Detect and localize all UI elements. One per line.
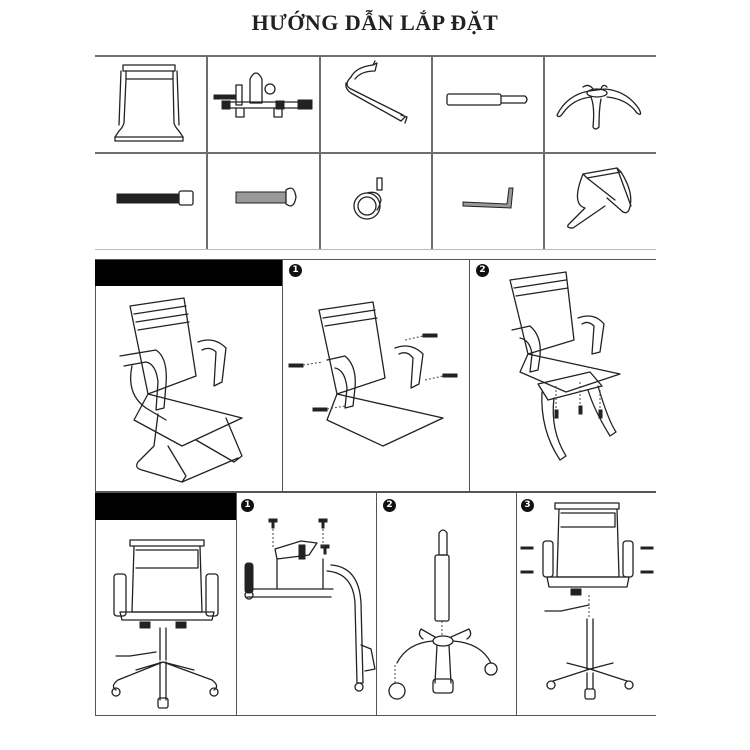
backrest-frame-icon <box>114 64 184 142</box>
part-gas-lift <box>433 57 543 152</box>
attach-armrests-step-icon <box>288 301 458 447</box>
section1-bottom-line <box>95 491 656 492</box>
attach-mechanism-step-icon <box>244 518 376 692</box>
section1-header-bar <box>95 260 282 286</box>
section1-panel-step1: 1 <box>283 260 469 491</box>
step-badge: 1 <box>241 499 254 512</box>
part-long-bolt <box>95 154 206 249</box>
step-badge: 1 <box>289 264 302 277</box>
section2-panel-step3: 3 <box>517 493 656 715</box>
part-short-bolt <box>208 154 319 249</box>
attach-seat-and-armrests-step-icon <box>520 502 654 700</box>
caster-wheel-icon <box>353 177 383 220</box>
step-badge: 3 <box>521 499 534 512</box>
section2-panel-step2: 2 <box>377 493 516 715</box>
assembled-office-chair-icon <box>111 539 219 709</box>
section2-panel-assembled <box>96 520 236 715</box>
grid-bottom-line <box>95 249 656 250</box>
allen-key-icon <box>462 187 514 209</box>
short-bolt-icon <box>235 187 297 207</box>
part-backrest <box>95 57 206 152</box>
section1-left-line <box>95 259 96 491</box>
section2-header-bar <box>95 493 236 520</box>
part-mechanism <box>208 57 319 152</box>
part-armrest <box>321 57 431 152</box>
section2-top-line <box>95 492 656 493</box>
section1-panel-assembled <box>96 286 282 491</box>
step-badge: 2 <box>476 264 489 277</box>
part-caster <box>321 154 431 249</box>
section2-divider <box>236 492 237 715</box>
grid-top-line <box>95 55 656 57</box>
star-base-icon <box>556 84 642 130</box>
section2-panel-step1: 1 <box>237 493 376 715</box>
grid-divider <box>319 55 321 249</box>
grid-divider <box>543 55 545 249</box>
section2-bottom-line <box>95 715 656 716</box>
part-star-base <box>545 57 656 152</box>
grid-divider <box>431 55 433 249</box>
section1-panel-step2: 2 <box>470 260 656 491</box>
section2-left-line <box>95 492 96 715</box>
gas-lift-cylinder-icon <box>446 93 528 106</box>
part-allen-key <box>433 154 543 249</box>
section2-divider <box>516 492 517 715</box>
section1-divider <box>282 259 283 491</box>
grid-mid-line <box>95 152 656 154</box>
assembled-visitor-chair-icon <box>119 297 243 483</box>
section1-top-line <box>95 259 656 260</box>
grid-divider <box>206 55 208 249</box>
insert-gas-lift-and-casters-step-icon <box>388 529 498 700</box>
armrest-icon <box>345 60 408 124</box>
page-title: HƯỚNG DẪN LẮP ĐẶT <box>251 10 499 35</box>
long-bolt-icon <box>116 190 194 206</box>
attach-sled-base-step-icon <box>509 271 621 461</box>
section2-divider <box>376 492 377 715</box>
step-badge: 2 <box>383 499 396 512</box>
part-sled-frame <box>545 154 656 249</box>
tilt-mechanism-icon <box>213 72 313 118</box>
sled-base-frame-icon <box>567 167 632 229</box>
section1-divider <box>469 259 470 491</box>
